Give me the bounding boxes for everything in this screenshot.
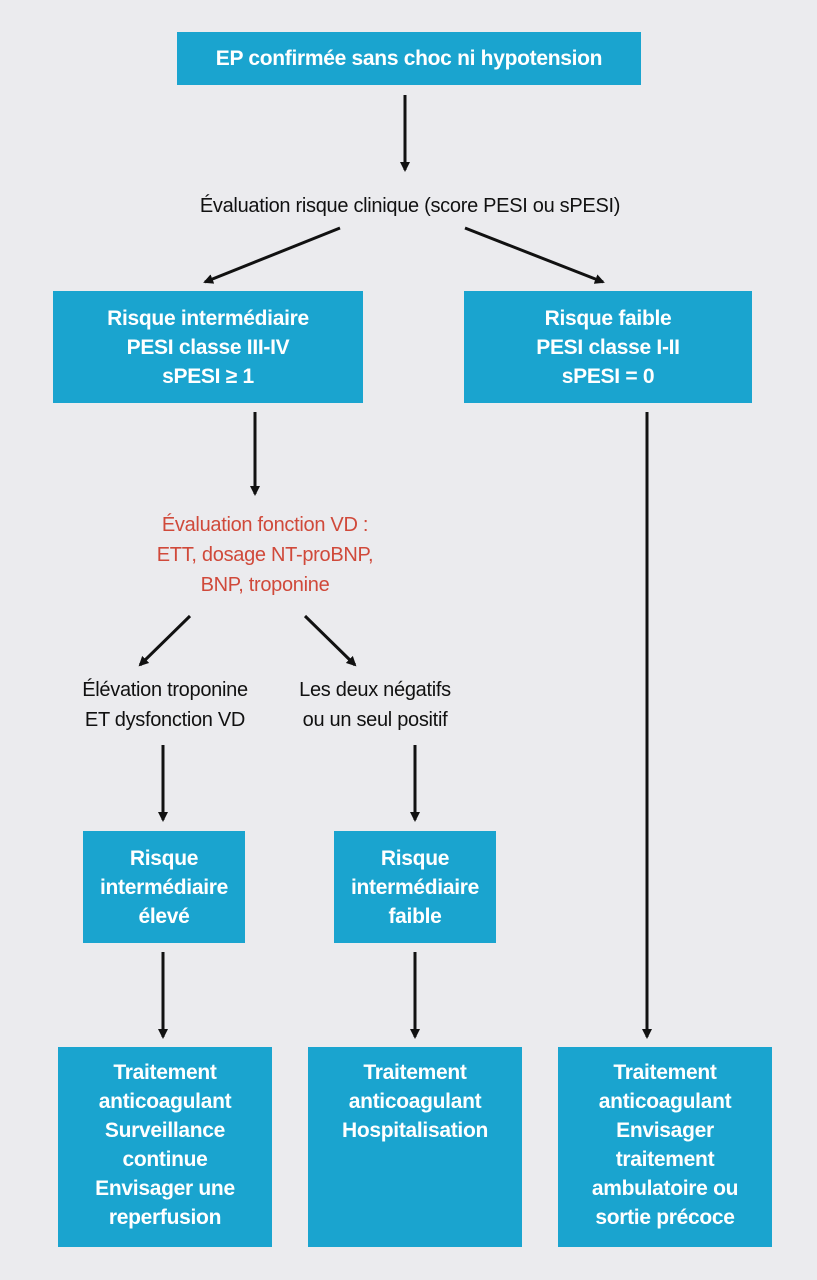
- vd-eval-line-1: Évaluation fonction VD :: [161, 514, 369, 536]
- treat-low-line-2: anticoagulant: [598, 1090, 732, 1113]
- branch-both-label: Élévation troponine ET dysfonction VD: [30, 675, 300, 735]
- branch-neg-line-1: Les deux négatifs: [299, 679, 451, 701]
- treat-mid-box: Traitement anticoagulant Hospitalisation: [308, 1047, 522, 1247]
- risk-int-high-line-1: Risque: [129, 846, 199, 870]
- risk-low-line-2: PESI classe I-II: [536, 335, 680, 359]
- branch-both-line-1: Élévation troponine: [82, 679, 248, 701]
- treat-mid-line-1: Traitement: [363, 1061, 467, 1084]
- risk-int-low-box: Risque intermédiaire faible: [334, 831, 496, 943]
- treat-low-line-4: traitement: [615, 1148, 715, 1171]
- start-line-1: EP confirmée sans choc ni hypotension: [215, 47, 603, 70]
- branch-both-line-2: ET dysfonction VD: [84, 709, 246, 731]
- risk-low-box: Risque faible PESI classe I-II sPESI = 0: [464, 291, 752, 403]
- treat-mid-line-3: Hospitalisation: [341, 1119, 489, 1142]
- risk-intermediate-line-1: Risque intermédiaire: [107, 306, 309, 330]
- risk-int-high-line-2: intermédiaire: [100, 875, 228, 899]
- treat-high-line-2: anticoagulant: [98, 1090, 232, 1113]
- treat-mid-line-2: anticoagulant: [348, 1090, 482, 1113]
- treat-high-line-5: Envisager une: [95, 1177, 235, 1200]
- treat-low-line-3: Envisager: [616, 1119, 714, 1142]
- treat-low-box: Traitement anticoagulant Envisager trait…: [558, 1047, 772, 1247]
- branch-neg-label: Les deux négatifs ou un seul positif: [260, 675, 490, 735]
- arrow-eval-to-intermediate: [203, 226, 341, 284]
- treat-high-line-3: Surveillance: [104, 1119, 226, 1142]
- risk-intermediate-line-2: PESI classe III-IV: [126, 335, 290, 359]
- treat-high-line-6: reperfusion: [108, 1206, 222, 1229]
- vd-eval-line-3: BNP, troponine: [200, 574, 330, 596]
- treat-high-line-1: Traitement: [113, 1061, 217, 1084]
- arrow-eval-to-low: [464, 226, 605, 284]
- risk-intermediate-line-3: sPESI ≥ 1: [162, 364, 254, 388]
- risk-int-high-box: Risque intermédiaire élevé: [83, 831, 245, 943]
- treat-high-box: Traitement anticoagulant Surveillance co…: [58, 1047, 272, 1247]
- risk-int-low-line-1: Risque: [380, 846, 450, 870]
- treat-low-line-6: sortie précoce: [595, 1206, 735, 1229]
- risk-low-line-1: Risque faible: [544, 306, 672, 330]
- treat-low-line-5: ambulatoire ou: [591, 1177, 739, 1200]
- clinical-eval-line-1: Évaluation risque clinique (score PESI o…: [199, 195, 621, 217]
- risk-int-high-line-3: élevé: [138, 904, 190, 928]
- clinical-eval-label: Évaluation risque clinique (score PESI o…: [150, 191, 670, 221]
- start-box: EP confirmée sans choc ni hypotension: [177, 32, 641, 85]
- vd-eval-label: Évaluation fonction VD : ETT, dosage NT-…: [100, 510, 430, 600]
- arrow-vd-to-both: [138, 614, 192, 667]
- arrow-vd-to-neg: [303, 614, 357, 667]
- risk-low-line-3: sPESI = 0: [561, 364, 655, 388]
- treat-low-line-1: Traitement: [613, 1061, 717, 1084]
- treat-high-line-4: continue: [122, 1148, 208, 1171]
- vd-eval-line-2: ETT, dosage NT-proBNP,: [156, 544, 374, 566]
- risk-intermediate-box: Risque intermédiaire PESI classe III-IV …: [53, 291, 363, 403]
- branch-neg-line-2: ou un seul positif: [302, 709, 448, 731]
- risk-int-low-line-3: faible: [388, 904, 442, 928]
- risk-int-low-line-2: intermédiaire: [351, 875, 479, 899]
